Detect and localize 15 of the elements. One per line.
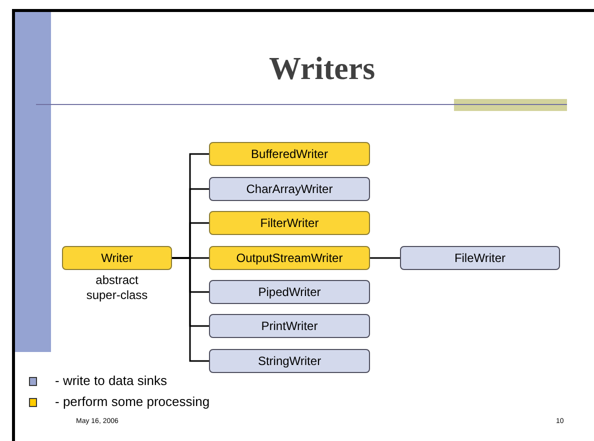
node-caption: abstract super-class (85, 273, 149, 303)
slide-title: Writers (268, 49, 376, 88)
class-box: CharArrayWriter (209, 177, 370, 201)
connector-line (172, 257, 209, 362)
class-box: BufferedWriter (209, 142, 370, 166)
class-box: PrintWriter (209, 314, 370, 338)
class-box: Writer (62, 246, 172, 270)
class-box: OutputStreamWriter (209, 246, 370, 270)
class-box: PipedWriter (209, 280, 370, 304)
class-box: FileWriter (400, 246, 560, 270)
legend-text: - write to data sinks (55, 372, 167, 390)
connector-line (370, 257, 400, 259)
legend-text: - perform some processing (55, 393, 210, 412)
class-box: FilterWriter (209, 211, 370, 235)
class-box: StringWriter (209, 349, 370, 373)
